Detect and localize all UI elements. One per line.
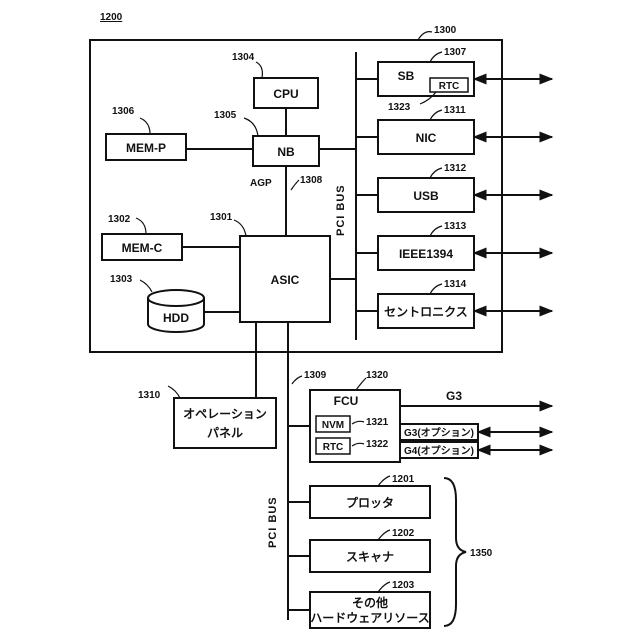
leader-1201 [378, 476, 390, 486]
ref-1305: 1305 [214, 110, 237, 121]
leader-1309 [292, 376, 302, 384]
ref-1312: 1312 [444, 163, 467, 174]
ref-1302: 1302 [108, 214, 131, 225]
scanner-label: スキャナ [346, 550, 394, 564]
operation-panel-label-line2: パネル [207, 426, 243, 440]
leader-1203 [378, 582, 390, 592]
ref-1313: 1313 [444, 221, 467, 232]
leader-1202 [378, 530, 390, 540]
leader-1300 [418, 32, 432, 40]
nic-label: NIC [416, 131, 437, 145]
ref-1306: 1306 [112, 106, 135, 117]
ref-1304: 1304 [232, 52, 255, 63]
g3-option-label: G3(オプション) [404, 426, 474, 439]
ref-1310: 1310 [138, 390, 161, 401]
ref-1314: 1314 [444, 279, 467, 290]
ref-1322: 1322 [366, 439, 389, 450]
ref-1323: 1323 [388, 102, 411, 113]
plotter-label: プロッタ [346, 495, 394, 510]
g4-option-label: G4(オプション) [404, 444, 474, 457]
rtc-fcu-label: RTC [323, 442, 344, 453]
sb-label: SB [398, 69, 415, 83]
engine-bracket [444, 478, 466, 626]
ref-1303: 1303 [110, 274, 133, 285]
cpu-label: CPU [273, 87, 298, 101]
ieee1394-label: IEEE1394 [399, 247, 453, 261]
operation-panel-label-line1: オペレーション [183, 407, 267, 421]
centronics-label: セントロニクス [384, 305, 468, 319]
mem-c-label: MEM-C [122, 241, 163, 255]
mem-p-label: MEM-P [126, 141, 166, 155]
ref-1307: 1307 [444, 47, 467, 58]
g3-label: G3 [446, 389, 462, 403]
ref-1320: 1320 [366, 370, 389, 381]
figure-ref-1200: 1200 [100, 12, 123, 23]
ref-1301: 1301 [210, 212, 233, 223]
ref-1300: 1300 [434, 25, 457, 36]
ref-1202: 1202 [392, 528, 415, 539]
nb-label: NB [277, 145, 295, 159]
rtc-sb-label: RTC [439, 81, 460, 92]
ref-1321: 1321 [366, 417, 389, 428]
hdd-label: HDD [163, 311, 189, 325]
ref-1311: 1311 [444, 105, 466, 116]
operation-panel-block [174, 398, 276, 448]
ref-1203: 1203 [392, 580, 415, 591]
ref-1350: 1350 [470, 548, 493, 559]
leader-1310 [168, 386, 180, 398]
ref-1308: 1308 [300, 175, 323, 186]
ref-1201: 1201 [392, 474, 415, 485]
pci-bus-label-bottom: PCI BUS [267, 496, 279, 548]
agp-label: AGP [250, 178, 272, 189]
other-hardware-label-line2: ハードウェアリソース [310, 611, 429, 625]
other-hardware-label-line1: その他 [352, 595, 388, 610]
leader-1320 [356, 378, 366, 390]
fcu-label: FCU [334, 394, 359, 408]
ref-1309: 1309 [304, 370, 327, 381]
asic-label: ASIC [271, 273, 300, 287]
usb-label: USB [413, 189, 439, 203]
pci-bus-label-top: PCI BUS [335, 184, 347, 236]
nvm-label: NVM [322, 420, 344, 431]
